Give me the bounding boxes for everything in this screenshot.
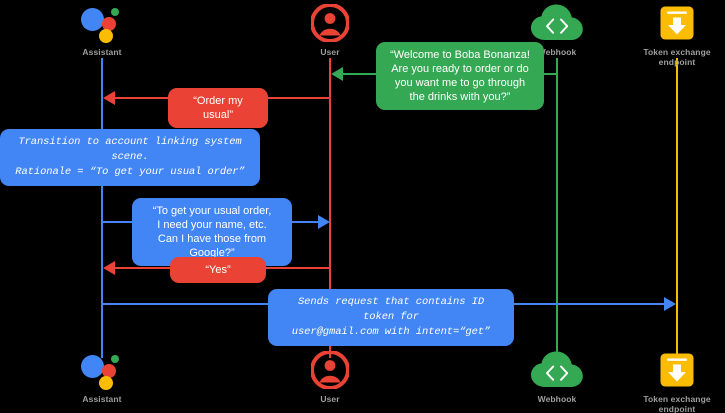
arrow-head-welcome — [331, 67, 343, 81]
assistant-green-dot-icon — [111, 355, 119, 363]
actor-webhook-bottom: Webhook — [497, 349, 617, 404]
actor-token-bottom: Token exchange endpoint — [617, 349, 725, 413]
message-line: Can I have those from Google?” — [157, 233, 267, 259]
user-avatar-icon — [270, 349, 390, 391]
note-line: Transition to account linking system sce… — [18, 136, 242, 163]
arrow-head-sends-request — [664, 297, 676, 311]
actor-webhook-top: Webhook — [497, 2, 617, 57]
cloud-code-glyph — [531, 351, 583, 387]
assistant-blue-dot-icon — [81, 8, 104, 31]
actor-token-top: Token exchange endpoint — [617, 2, 725, 67]
note-line: Rationale = “To get your usual order” — [15, 166, 245, 178]
google-assistant-logo — [42, 349, 162, 391]
assistant-red-dot-icon — [102, 17, 116, 31]
message-bubble-yes: “Yes” — [170, 257, 266, 283]
user-avatar-glyph — [311, 4, 349, 42]
note-line: user@gmail.com with intent=“get” — [291, 326, 491, 338]
actor-label-user: User — [320, 394, 340, 404]
note-transition-system-scene: Transition to account linking system sce… — [0, 129, 260, 186]
actor-assistant-top: Assistant — [42, 2, 162, 57]
message-line: “Order my usual” — [193, 95, 243, 121]
lifeline-user — [329, 58, 331, 358]
user-avatar-glyph — [311, 351, 349, 389]
token-download-icon — [617, 2, 725, 44]
note-sends-request: Sends request that contains ID token for… — [268, 289, 514, 346]
message-line: Are you ready to order or do — [391, 63, 529, 75]
message-line: “Welcome to Boba Bonanza! — [390, 49, 530, 61]
actor-label-webhook: Webhook — [537, 47, 577, 57]
token-download-glyph — [660, 353, 694, 387]
actor-label-assistant: Assistant — [82, 394, 122, 404]
actor-label-user: User — [320, 47, 340, 57]
assistant-yellow-dot-icon — [99, 376, 113, 390]
message-line: “Yes” — [205, 264, 231, 276]
message-line: “To get your usual order, — [152, 205, 272, 217]
actor-user-top: User — [270, 2, 390, 57]
token-download-glyph — [660, 6, 694, 40]
message-line: you want me to go through — [394, 77, 526, 89]
cloud-code-glyph — [531, 4, 583, 40]
token-download-icon — [617, 349, 725, 391]
note-line: Sends request that contains ID token for — [297, 296, 485, 323]
assistant-yellow-dot-icon — [99, 29, 113, 43]
lifeline-webhook — [556, 58, 558, 358]
message-line: I need your name, etc. — [157, 219, 267, 231]
actor-assistant-bottom: Assistant — [42, 349, 162, 404]
message-line: the drinks with you?” — [409, 91, 511, 103]
actor-label-token: Token exchange endpoint — [643, 47, 711, 67]
lifeline-token — [676, 58, 678, 358]
message-bubble-order-my-usual: “Order my usual” — [168, 88, 268, 128]
user-avatar-icon — [270, 2, 390, 44]
google-assistant-logo — [42, 2, 162, 44]
arrow-head-yes — [103, 261, 115, 275]
message-bubble-ask-consent: “To get your usual order, I need your na… — [132, 198, 292, 266]
actor-label-webhook: Webhook — [537, 394, 577, 404]
actor-label-assistant: Assistant — [82, 47, 122, 57]
arrow-head-ask-consent — [318, 215, 330, 229]
assistant-red-dot-icon — [102, 364, 116, 378]
arrow-head-order-my-usual — [103, 91, 115, 105]
cloud-code-icon — [497, 2, 617, 44]
cloud-code-icon — [497, 349, 617, 391]
assistant-blue-dot-icon — [81, 355, 104, 378]
actor-user-bottom: User — [270, 349, 390, 404]
message-bubble-welcome: “Welcome to Boba Bonanza! Are you ready … — [376, 42, 544, 110]
actor-label-token: Token exchange endpoint — [643, 394, 711, 413]
assistant-green-dot-icon — [111, 8, 119, 16]
lifeline-assistant — [101, 58, 103, 358]
